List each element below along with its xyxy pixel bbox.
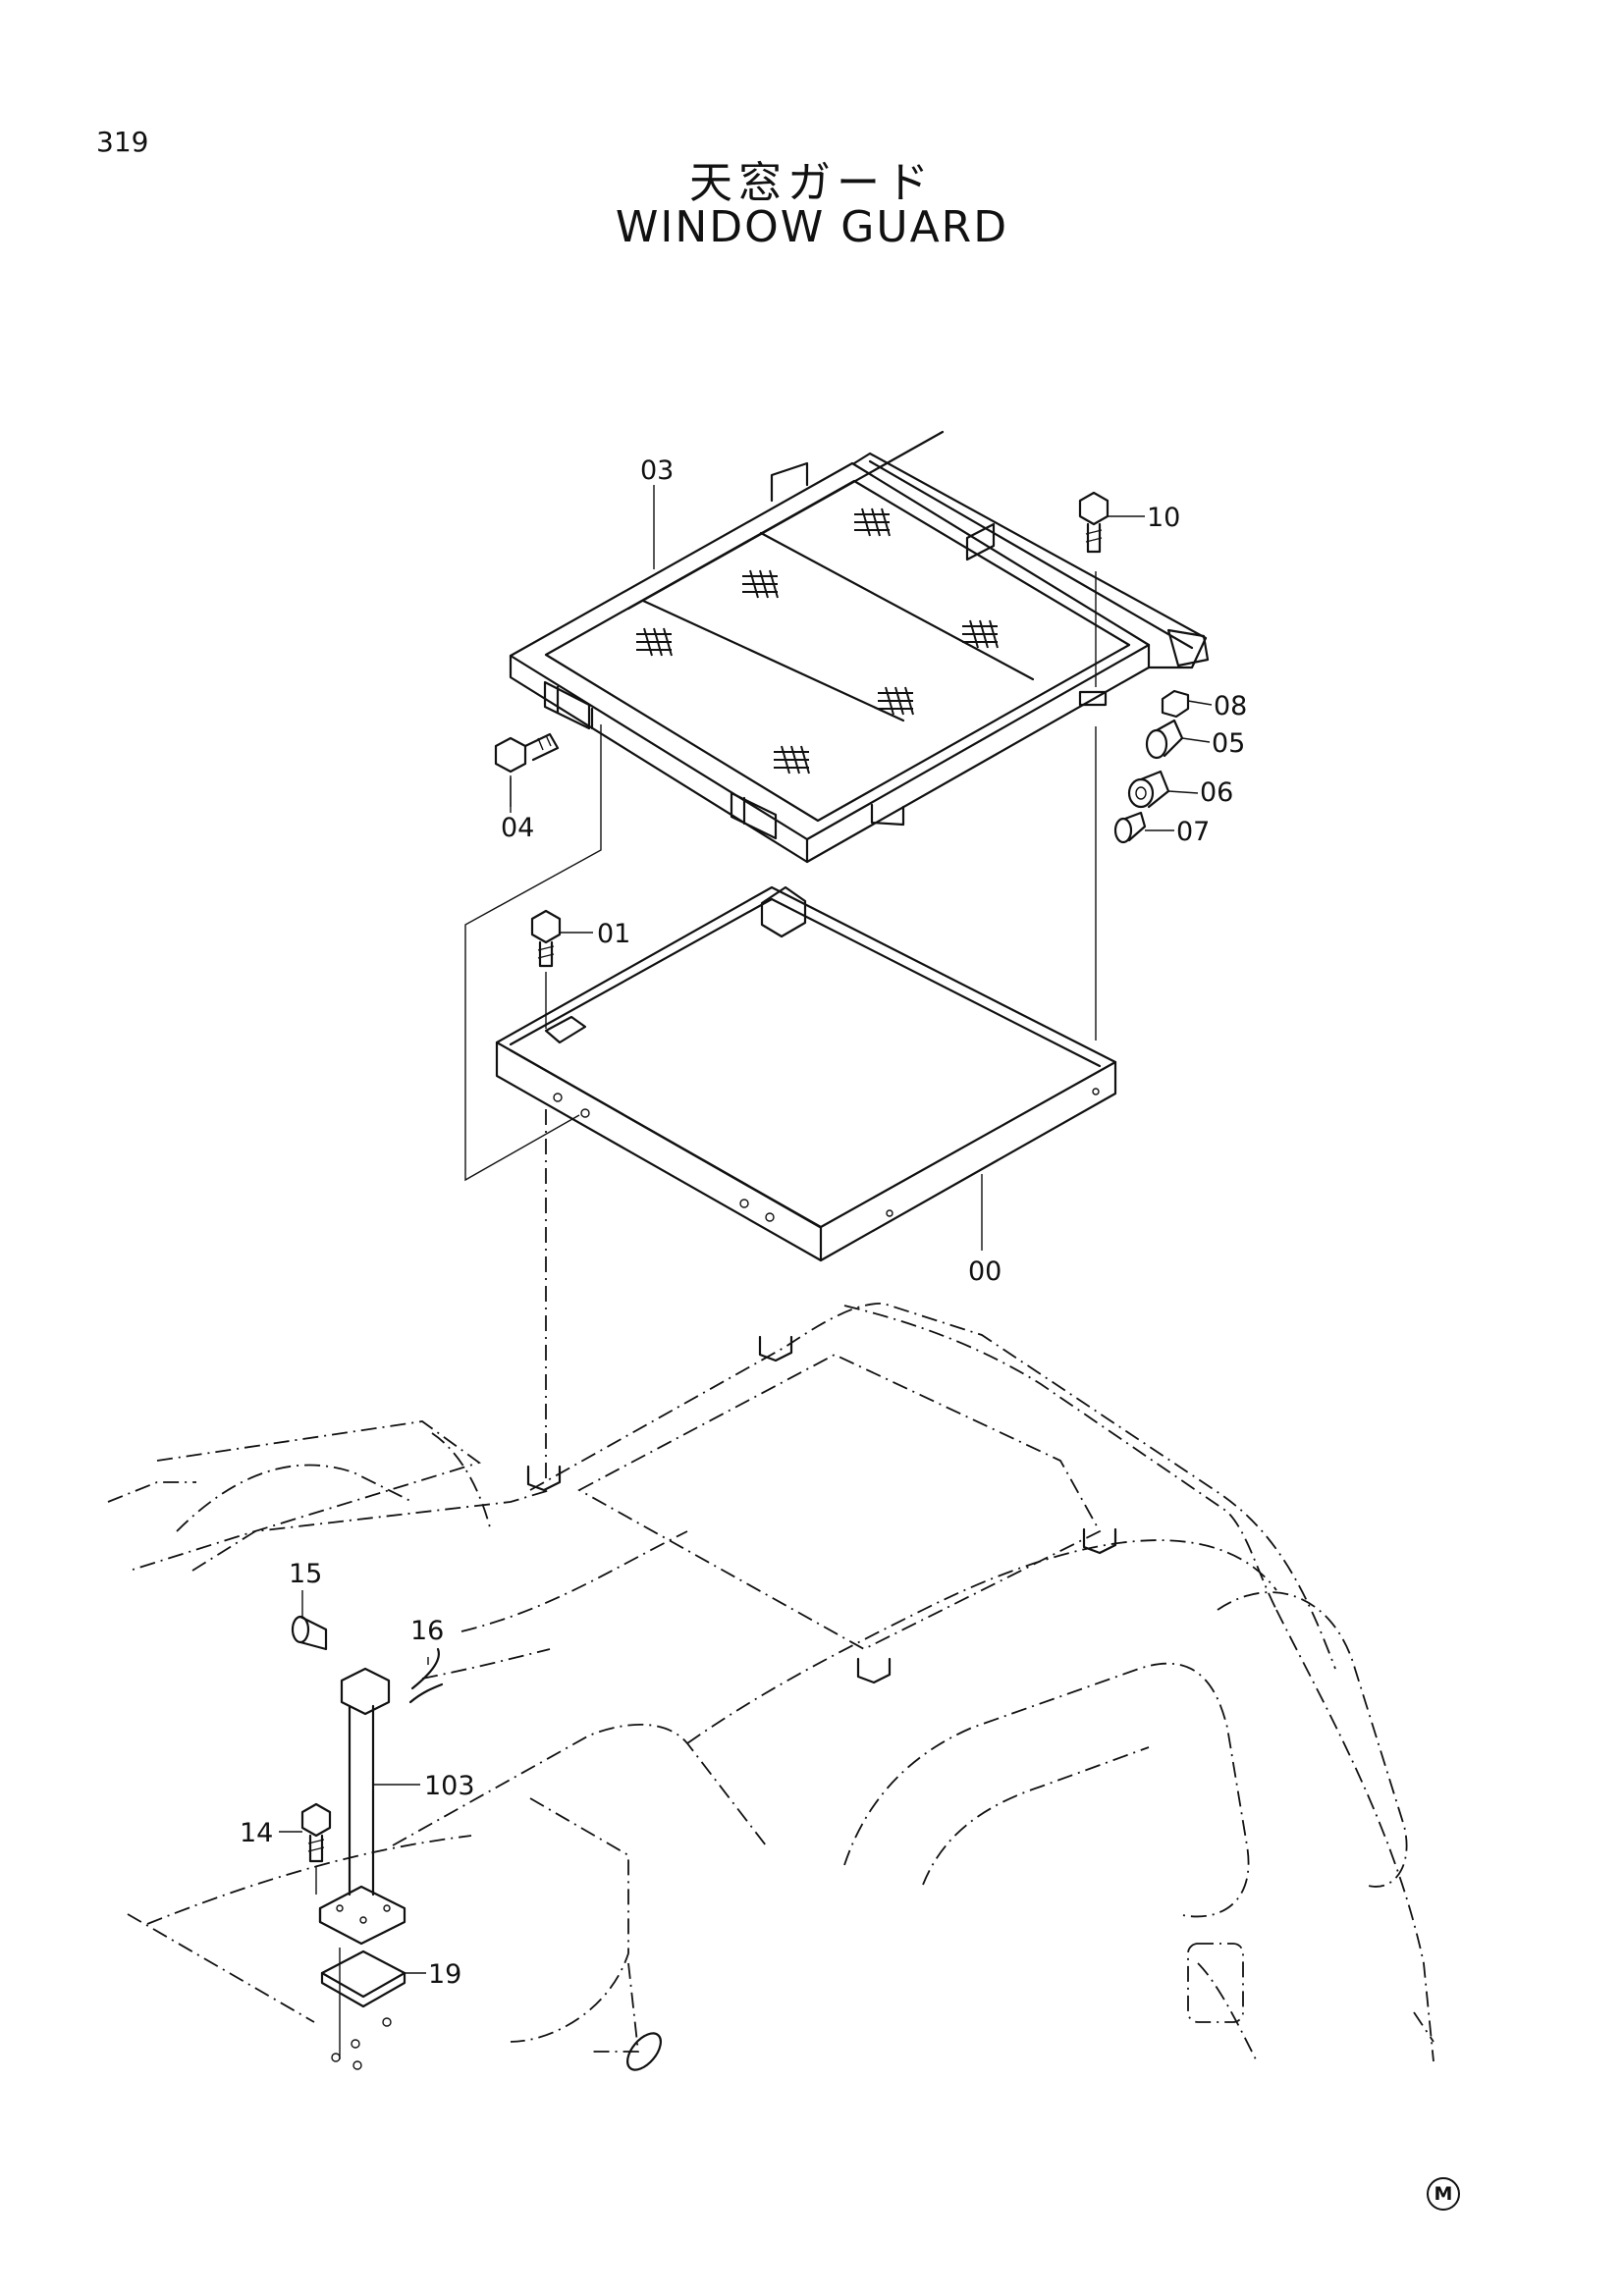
callout-04: 04 [501,813,534,843]
callout-08: 08 [1214,691,1247,721]
rubber-06-icon [1127,770,1170,809]
title-english: WINDOW GUARD [615,202,1009,252]
bolt-04-icon [494,732,560,807]
assembly-lines [464,571,1097,1482]
bolt-14-icon [300,1802,332,1895]
upper-guard-frame [509,430,1210,864]
callout-14: 14 [240,1818,273,1848]
post-assembly [318,1667,406,2070]
page-number: 319 [96,126,149,158]
bolt-01-icon [530,909,562,1029]
callout-01: 01 [597,919,630,949]
maker-mark-icon: M [1427,2177,1460,2211]
lower-frame [495,885,1117,1262]
spacer-05-icon [1145,719,1184,760]
bolt-07-icon [1113,811,1147,844]
callout-15: 15 [289,1559,322,1589]
clip-16-icon [408,1647,444,1704]
callout-19: 19 [428,1959,461,1990]
leader-lines [279,485,1213,1974]
callout-16: 16 [410,1616,444,1646]
callout-10: 10 [1147,503,1180,533]
callout-103: 103 [424,1771,475,1801]
callout-07: 07 [1176,817,1210,847]
callout-00: 00 [968,1256,1001,1287]
cab-outline [107,1303,1435,2071]
callout-labels: 03 10 08 05 06 07 04 01 00 15 16 103 14 … [240,455,1247,1990]
mesh-pattern-icons [636,507,999,774]
nut-08-icon [1161,689,1190,719]
pin-15-icon [291,1615,328,1651]
bolt-10-icon [1078,491,1110,554]
callout-03: 03 [640,455,674,486]
title-japanese: 天窓ガード [689,158,935,208]
callout-05: 05 [1212,728,1245,759]
callout-06: 06 [1200,777,1233,808]
